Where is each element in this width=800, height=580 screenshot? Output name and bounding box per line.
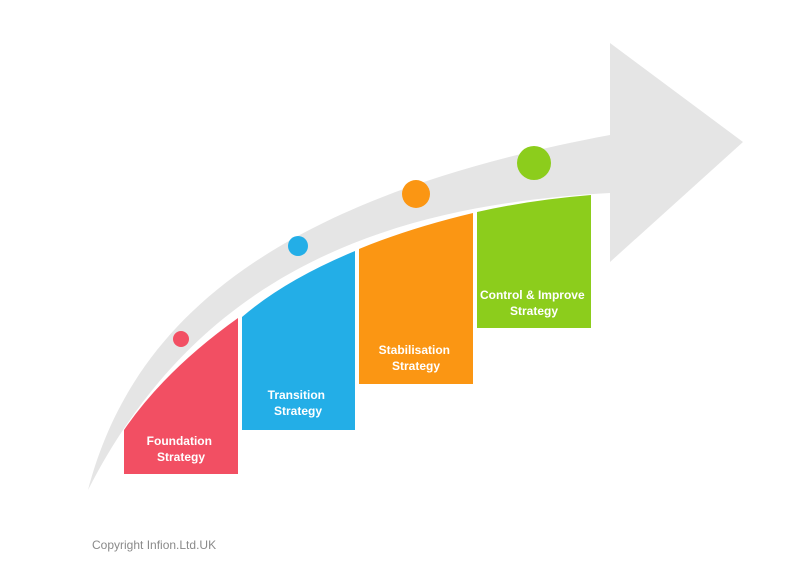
step-block-foundation xyxy=(124,318,238,474)
step-block-stabilisation xyxy=(359,213,473,384)
copyright-notice: Copyright Infion.Ltd.UK xyxy=(92,538,217,552)
step-label-transition-line1: Transition xyxy=(268,388,325,402)
milestone-dot-control-improve xyxy=(517,146,551,180)
step-label-foundation-line2: Strategy xyxy=(157,450,205,464)
step-label-transition-line2: Strategy xyxy=(274,404,322,418)
step-label-stabilisation-line1: Stabilisation xyxy=(379,343,450,357)
step-block-control-improve xyxy=(477,195,591,328)
step-label-control-improve-line1: Control & Improve xyxy=(480,288,585,302)
step-label-foundation: Foundation Strategy xyxy=(147,434,216,464)
step-label-transition: Transition Strategy xyxy=(268,388,329,418)
milestone-dot-foundation xyxy=(173,331,189,347)
step-label-stabilisation-line2: Strategy xyxy=(392,359,440,373)
step-label-stabilisation: Stabilisation Strategy xyxy=(379,343,454,373)
step-label-control-improve-line2: Strategy xyxy=(510,304,558,318)
milestone-dot-transition xyxy=(288,236,308,256)
step-block-transition xyxy=(242,251,355,430)
growth-arrow xyxy=(88,43,743,490)
milestone-dot-stabilisation xyxy=(402,180,430,208)
step-label-foundation-line1: Foundation xyxy=(147,434,212,448)
step-label-control-improve: Control & Improve Strategy xyxy=(480,288,588,318)
